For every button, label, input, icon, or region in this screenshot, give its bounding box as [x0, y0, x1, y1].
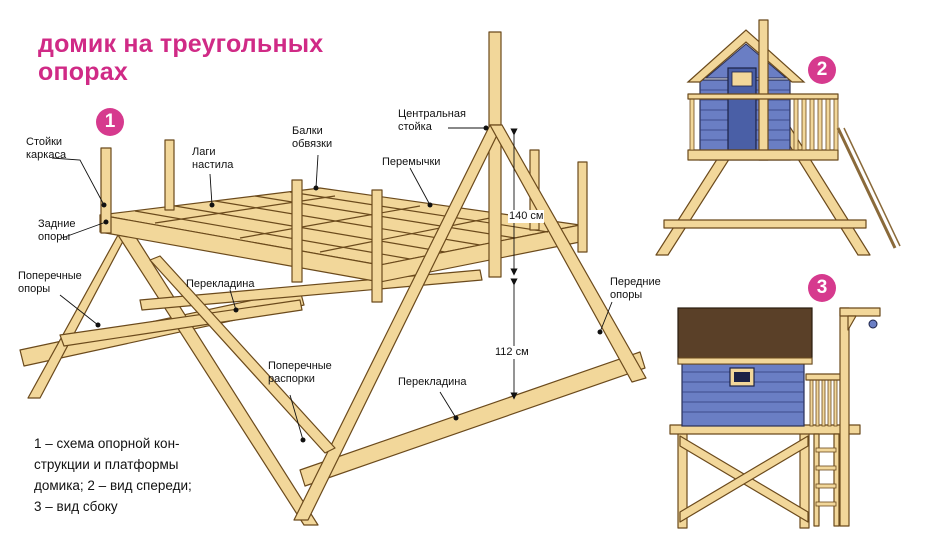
frame-post	[164, 139, 175, 211]
back-left-leg	[27, 227, 131, 399]
leader-lines	[51, 125, 613, 443]
side-view-railing	[805, 373, 843, 381]
label-dimension-112: 112 см	[494, 346, 530, 359]
lintel	[319, 215, 501, 253]
badge-view-2: 2	[808, 56, 836, 84]
title-line-1: домик на треугольных	[38, 30, 324, 58]
caption-line: 1 – схема опорной кон-	[34, 436, 180, 451]
caption-line: домика; 2 – вид спереди;	[34, 478, 192, 493]
main-support-structure	[19, 31, 647, 526]
side-view-tall-post	[839, 307, 850, 527]
cross-strut-left	[149, 255, 336, 454]
frame-post	[291, 179, 303, 283]
front-view-crossbar	[663, 219, 867, 229]
joist	[289, 191, 549, 233]
front-right-leg	[489, 124, 647, 383]
frame-post	[577, 161, 588, 253]
label-lintels: Перемычки	[382, 156, 441, 168]
frame-post	[100, 147, 112, 234]
diagram-title: домик на треугольных опорах	[38, 30, 323, 86]
front-view-deck	[687, 149, 839, 161]
front-crossbar	[299, 351, 646, 487]
side-view-illustration	[669, 307, 881, 529]
lintel	[154, 195, 336, 224]
title-line-2: опорах	[38, 58, 128, 86]
lintel	[239, 205, 421, 239]
caption-line: струкции и платформы	[34, 457, 179, 472]
cross-brace-left	[59, 299, 303, 347]
caption-line: 3 – вид сбоку	[34, 499, 118, 514]
badge-view-3: 3	[808, 274, 836, 302]
figure-caption: 1 – схема опорной кон- струкции и платфо…	[34, 433, 192, 517]
side-view-ladder	[813, 433, 820, 527]
side-view-brace	[679, 435, 809, 523]
frame-post	[371, 189, 383, 303]
badge-view-1: 1	[96, 108, 124, 136]
front-view-central-post	[758, 19, 769, 161]
label-dimension-140: 140 см	[508, 210, 545, 223]
central-post	[488, 31, 502, 278]
front-view-roof	[686, 29, 806, 83]
side-view-roof	[677, 307, 813, 365]
front-view-illustration	[655, 19, 901, 256]
front-view-railing	[687, 93, 839, 100]
front-left-leg	[293, 124, 503, 521]
side-view-swing-beam	[839, 307, 881, 317]
label-crossbar-lower: Перекладина	[398, 376, 467, 388]
front-view-rope-ladder	[836, 127, 897, 249]
label-crossbar-upper: Перекладина	[186, 278, 255, 290]
